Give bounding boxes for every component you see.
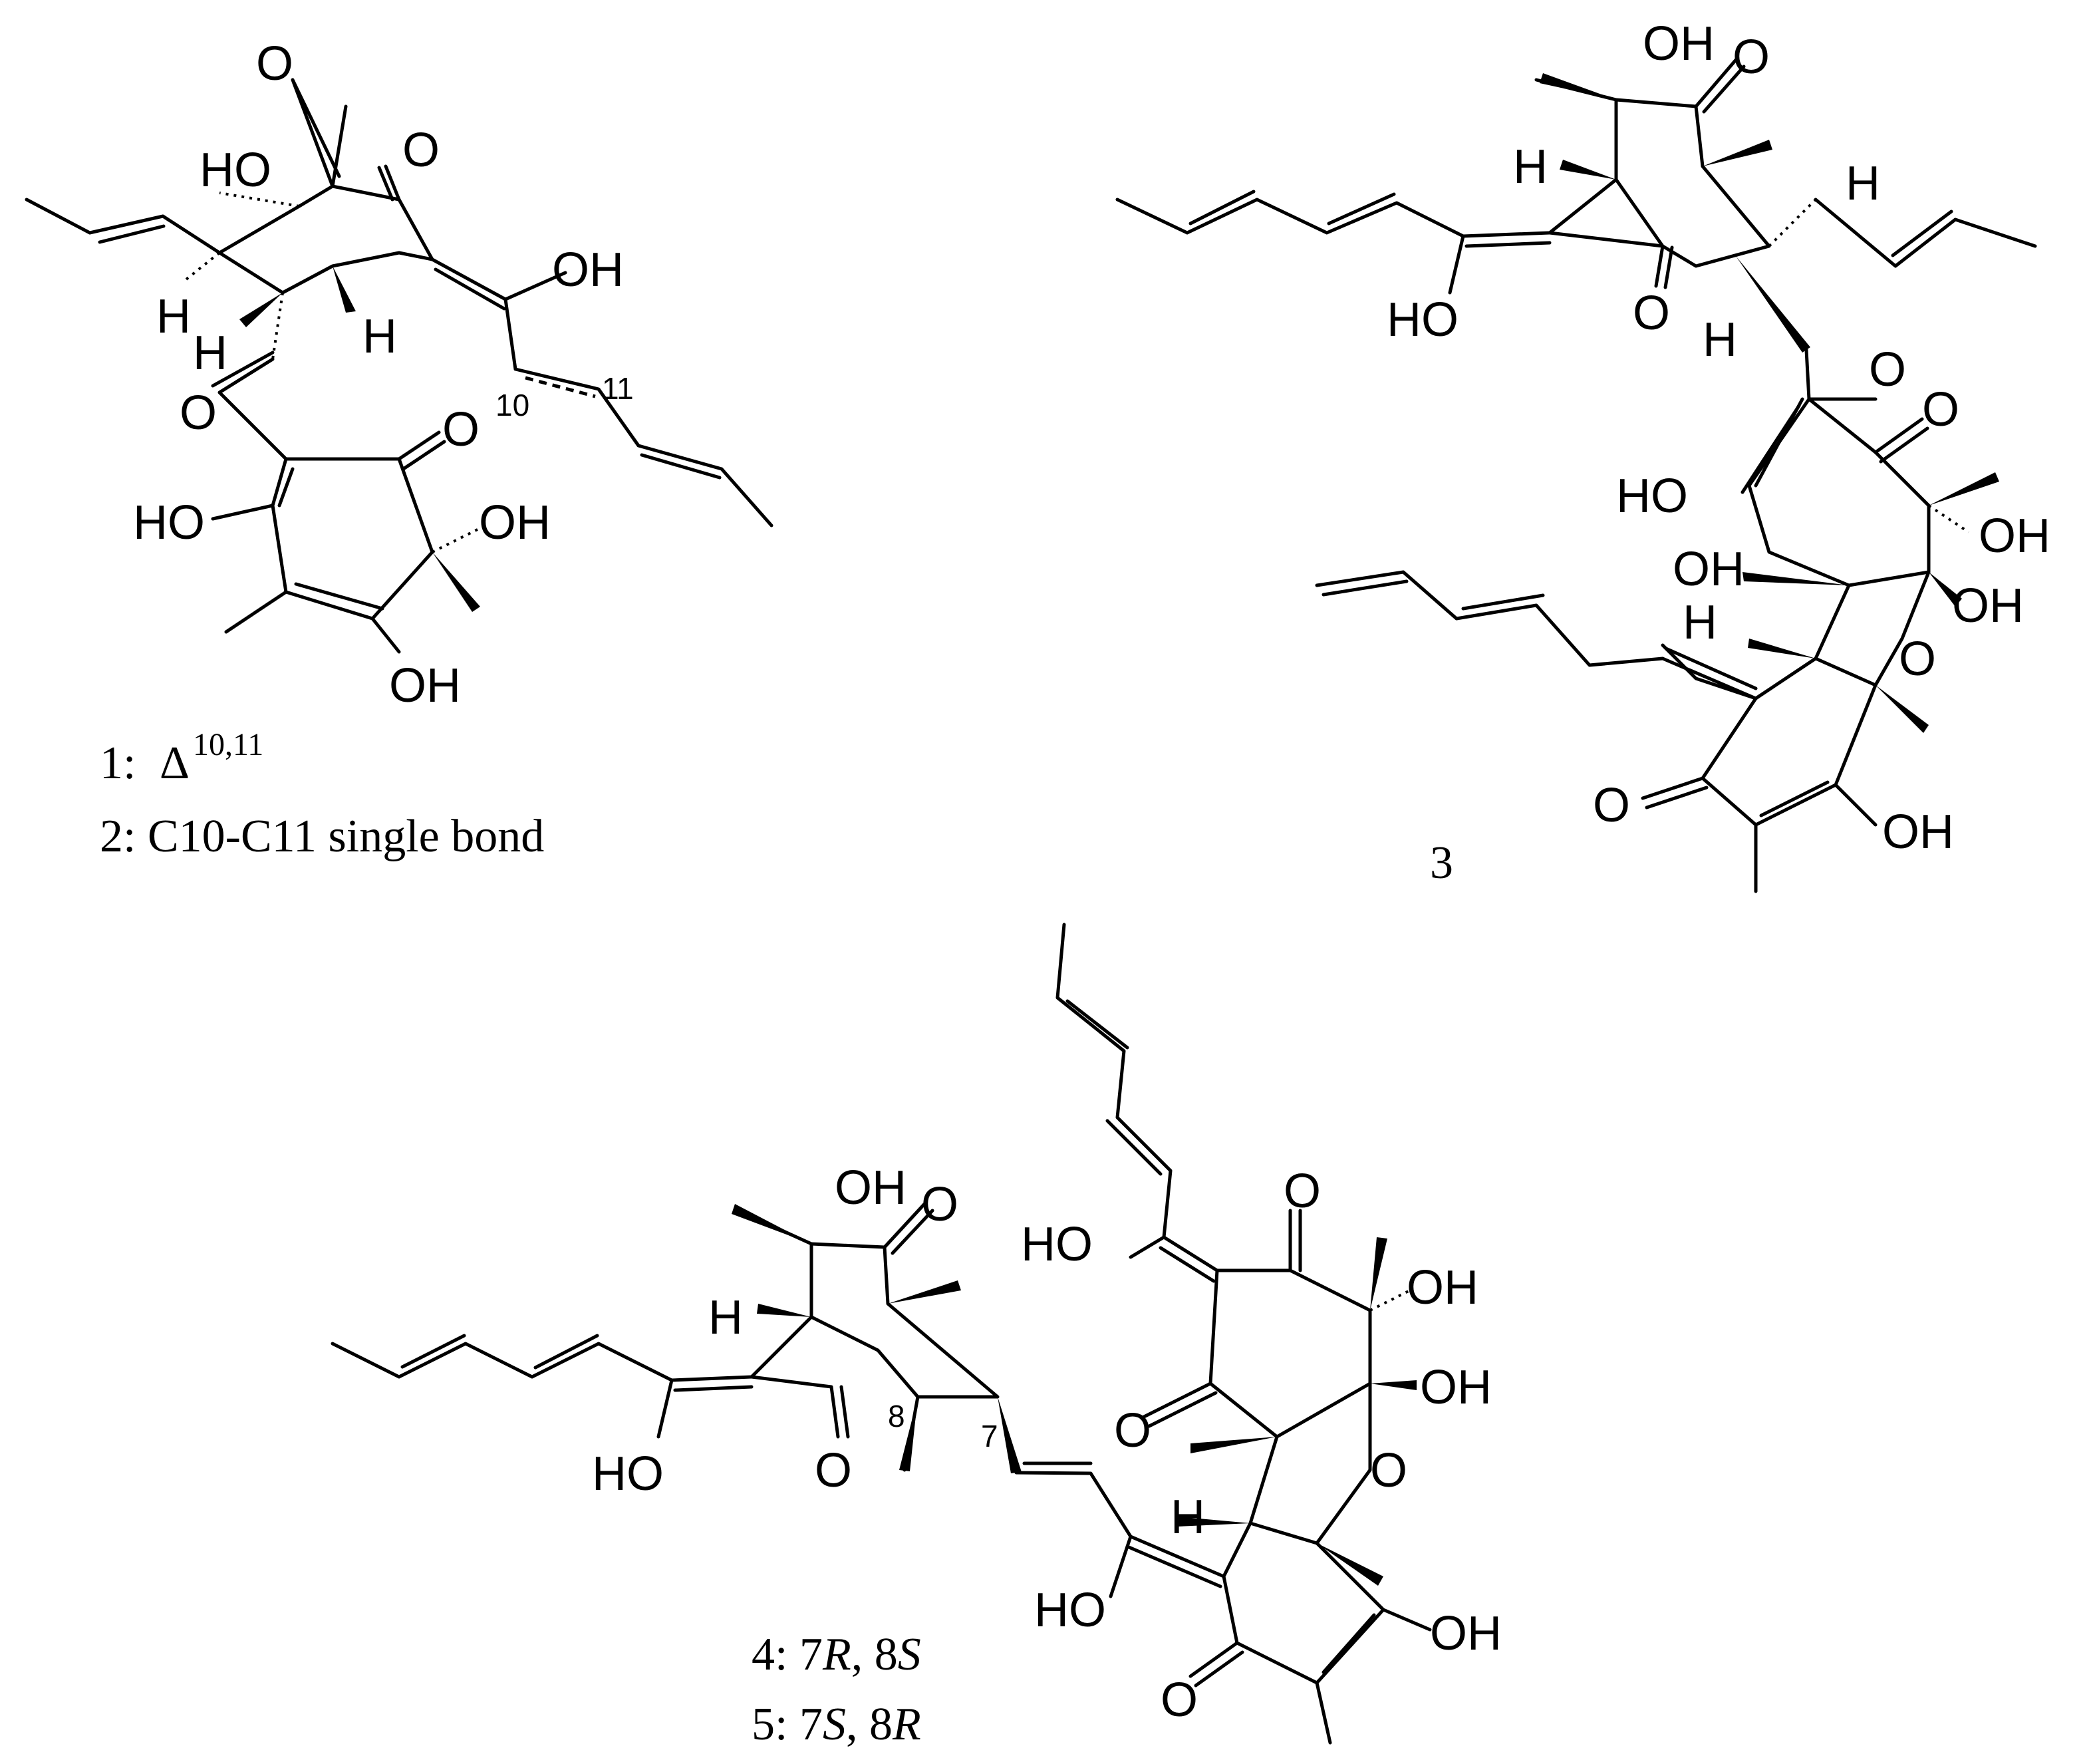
atom-o-lower: O bbox=[1593, 779, 1630, 832]
atom-o-lower: O bbox=[1161, 1674, 1198, 1727]
atom-ho-left: HO bbox=[592, 1447, 664, 1501]
atom-o-ring-1: O bbox=[1922, 383, 1959, 436]
atom-o-top: O bbox=[1733, 31, 1770, 84]
atom-labels-compound-3: OH O H H HO O H O O HO OH OH OH H O O OH bbox=[1387, 17, 2050, 859]
atom-o-bridge: O bbox=[1633, 287, 1670, 340]
caption-compound-3: 3 bbox=[1430, 837, 1453, 889]
locant-c7: 7 bbox=[981, 1419, 998, 1453]
structure-compound-1-2 bbox=[25, 78, 773, 654]
atom-o-ring-top: O bbox=[1284, 1165, 1321, 1218]
atom-o-acyl: O bbox=[1869, 343, 1906, 396]
atom-h-left: H bbox=[1513, 140, 1548, 194]
caption-cmpd4-r: R bbox=[822, 1629, 851, 1680]
caption-cmpd1-delta: Δ bbox=[160, 738, 190, 789]
caption-compound-5: 5: 7S, 8R bbox=[752, 1699, 921, 1750]
atom-h-stereo-1: H bbox=[156, 290, 191, 343]
atom-h-stereo-2: H bbox=[193, 327, 227, 380]
locant-c11: 11 bbox=[602, 371, 634, 406]
caption-compound-1: 1: Δ 10,11 bbox=[100, 727, 263, 789]
atom-h-stereo-3: H bbox=[362, 310, 397, 363]
caption-cmpd5-s: S bbox=[823, 1699, 846, 1750]
atom-labels-compound-4-5: OH O H HO O 8 7 HO O OH OH O O H HO OH O bbox=[592, 1161, 1502, 1727]
caption-compound-4: 4: 7R, 8S bbox=[752, 1629, 921, 1680]
atom-oh-ring-1: OH bbox=[1979, 510, 2050, 563]
atom-oh-top: OH bbox=[835, 1161, 906, 1215]
caption-cmpd5-mid: , 8 bbox=[846, 1699, 893, 1750]
atom-o-acyl: O bbox=[180, 386, 217, 440]
atom-o-ring-left: O bbox=[1114, 1404, 1151, 1457]
caption-cmpd4-mid: , 8 bbox=[851, 1629, 898, 1680]
atom-o-ketone-top: O bbox=[256, 37, 293, 90]
atom-h-right: H bbox=[1846, 157, 1880, 210]
atom-oh-top: OH bbox=[1643, 17, 1715, 71]
atom-o-furan: O bbox=[1899, 633, 1936, 686]
atom-oh-lower: OH bbox=[1430, 1607, 1502, 1660]
locant-c8: 8 bbox=[888, 1399, 905, 1433]
atom-h-mid: H bbox=[1703, 313, 1737, 367]
atom-oh-ring-bottom: OH bbox=[389, 659, 461, 712]
caption-cmpd1-number: 1: bbox=[100, 738, 136, 789]
locant-c10: 10 bbox=[495, 388, 529, 422]
structure-compound-4-5 bbox=[331, 923, 1432, 1745]
atom-ho-enol-lower: HO bbox=[1034, 1584, 1106, 1637]
atom-oh-ring-2: OH bbox=[1420, 1361, 1492, 1414]
atom-o-ring-ketone: O bbox=[442, 403, 480, 456]
atom-ho-ring: HO bbox=[133, 496, 205, 549]
atom-o-bridge: O bbox=[815, 1444, 852, 1497]
atom-o-top: O bbox=[921, 1178, 958, 1231]
caption-cmpd5-r: R bbox=[892, 1699, 921, 1750]
caption-cmpd4-s: S bbox=[898, 1629, 921, 1680]
caption-compound-2: 2: C10-C11 single bond bbox=[100, 811, 544, 862]
caption-cmpd1-superscript: 10,11 bbox=[193, 727, 263, 762]
atom-h-lower: H bbox=[1683, 596, 1717, 649]
atom-oh-ring-1: OH bbox=[1407, 1261, 1478, 1314]
atom-oh-enol: OH bbox=[1673, 543, 1744, 596]
atom-oh-ring-2: OH bbox=[1952, 579, 2024, 633]
atom-oh-lower: OH bbox=[1882, 806, 1954, 859]
atom-oh-quaternary: OH bbox=[479, 496, 551, 549]
atom-oh-enol: OH bbox=[552, 243, 624, 297]
atom-h-lower: H bbox=[1171, 1491, 1205, 1544]
caption-cmpd5-prefix: 5: 7 bbox=[752, 1699, 823, 1750]
atom-ho-enol-upper: HO bbox=[1021, 1218, 1093, 1271]
atom-ho-left: HO bbox=[1387, 293, 1459, 347]
structure-compound-3 bbox=[1115, 58, 2037, 893]
caption-cmpd4-prefix: 4: 7 bbox=[752, 1629, 823, 1680]
atom-o-ketone-bridge: O bbox=[402, 124, 440, 177]
atom-h-core: H bbox=[708, 1291, 743, 1344]
svg-text:4: 7R, 8S: 4: 7R, 8S bbox=[752, 1629, 921, 1680]
atom-ho-bridge: HO bbox=[200, 144, 271, 197]
atom-labels-compound-1-2: O HO O OH H H H O O HO OH OH 10 11 bbox=[133, 37, 634, 712]
atom-o-furan: O bbox=[1370, 1444, 1407, 1497]
svg-text:5: 7S, 8R: 5: 7S, 8R bbox=[752, 1699, 921, 1750]
atom-ho-ring: HO bbox=[1616, 470, 1688, 523]
